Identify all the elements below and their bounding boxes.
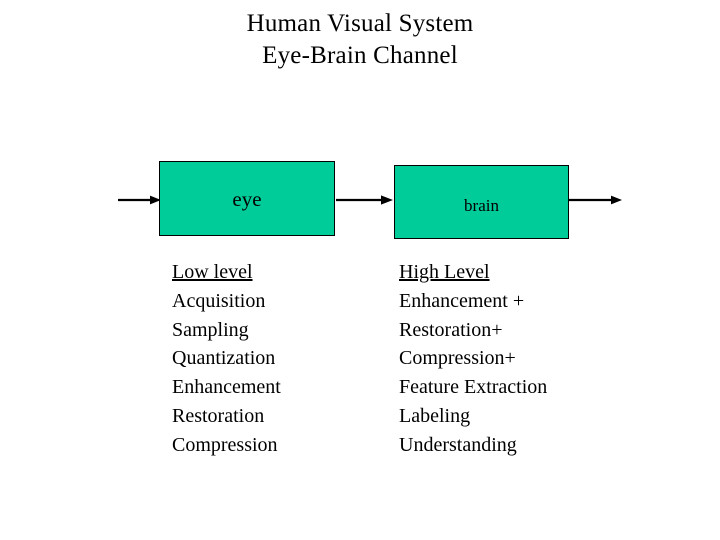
high-level-item: Restoration+ xyxy=(399,318,503,341)
high-level-heading: High Level xyxy=(399,261,490,283)
title-line-2: Eye-Brain Channel xyxy=(262,42,458,69)
high-level-item: Feature Extraction xyxy=(399,376,548,399)
low-level-item: Restoration xyxy=(172,404,265,427)
process-box-eye[interactable]: eye xyxy=(159,161,335,236)
title-line-1: Human Visual System xyxy=(246,10,474,37)
low-level-item: Enhancement xyxy=(172,376,281,399)
high-level-item: Labeling xyxy=(399,404,471,427)
process-box-eye-label: eye xyxy=(232,187,262,211)
low-level-item: Compression xyxy=(172,433,278,456)
arrow-right-icon-input xyxy=(118,192,162,208)
arrow-right-icon-eye-brain xyxy=(334,192,394,208)
high-level-column: High Level Enhancement + Restoration+ Co… xyxy=(399,258,547,460)
high-level-item: Enhancement + xyxy=(399,289,525,312)
low-level-heading: Low level xyxy=(172,261,253,283)
slide-title: Human Visual System Eye-Brain Channel xyxy=(0,8,720,72)
arrow-right-icon-output xyxy=(567,192,623,208)
process-box-brain[interactable]: brain xyxy=(394,165,569,239)
high-level-item: Understanding xyxy=(399,433,517,456)
low-level-item: Sampling xyxy=(172,318,249,341)
low-level-column: Low level Acquisition Sampling Quantizat… xyxy=(172,258,281,460)
low-level-item: Acquisition xyxy=(172,289,266,312)
low-level-item: Quantization xyxy=(172,347,276,370)
high-level-item: Compression+ xyxy=(399,347,516,370)
process-box-brain-label: brain xyxy=(464,196,499,215)
